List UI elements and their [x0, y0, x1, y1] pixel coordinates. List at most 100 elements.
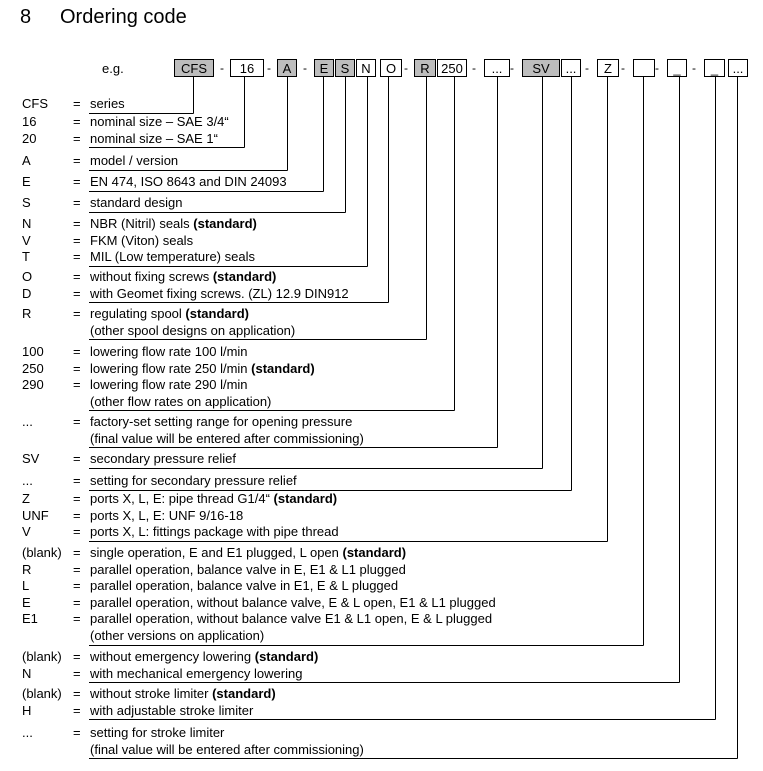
description-text: model / version — [90, 153, 179, 168]
legend-description: without stroke limiter (standard) — [90, 686, 276, 702]
legend-equals: = — [73, 377, 81, 393]
legend-equals: = — [73, 249, 81, 265]
description-text: regulating spool — [90, 306, 186, 321]
legend-description: lowering flow rate 100 l/min — [90, 344, 248, 360]
description-text: (other spool designs on application) — [90, 322, 296, 338]
legend-code: S — [22, 195, 31, 210]
description-text: lowering flow rate 100 l/min — [90, 344, 248, 359]
legend-code: L — [22, 578, 30, 594]
legend-code: R — [22, 306, 32, 321]
code-separator: - — [220, 61, 224, 75]
legend-code: ... — [22, 725, 33, 740]
description-text: ports X, L: fittings package with pipe t… — [90, 524, 339, 540]
legend-description: (other versions on application) — [90, 628, 264, 644]
legend-code: UNF — [22, 507, 49, 523]
legend-equals: = — [73, 232, 81, 248]
legend-code: R — [22, 561, 32, 577]
code-field-11: SV — [522, 59, 560, 77]
legend-equals: = — [73, 96, 81, 111]
legend-equals: = — [73, 665, 81, 681]
legend-description: factory-set setting range for opening pr… — [90, 414, 352, 430]
legend-description: MIL (Low temperature) seals — [90, 249, 255, 265]
legend-code: ... — [22, 414, 33, 429]
code-field-1: CFS — [174, 59, 214, 77]
legend-description: regulating spool (standard) — [90, 306, 249, 322]
legend-code: CFS — [22, 96, 48, 111]
legend-code: 16 — [22, 114, 37, 129]
legend-code: N — [22, 665, 32, 681]
code-separator: - — [621, 61, 625, 75]
description-text: nominal size – SAE 3/4“ — [90, 114, 229, 129]
legend-description: ports X, L, E: pipe thread G1/4“ (standa… — [90, 491, 337, 507]
legend-description: (final value will be entered after commi… — [90, 431, 364, 447]
code-field-8: R — [414, 59, 436, 77]
description-text: ports X, L, E: pipe thread G1/4“ — [90, 491, 274, 506]
description-text: without stroke limiter — [90, 686, 213, 701]
code-field-3: A — [277, 59, 297, 77]
legend-equals: = — [73, 153, 81, 168]
legend-equals: = — [73, 491, 81, 506]
description-text: parallel operation, balance valve in E, … — [90, 561, 406, 577]
description-text: NBR (Nitril) seals — [90, 216, 194, 231]
legend-description: NBR (Nitril) seals (standard) — [90, 216, 257, 232]
legend-description: with adjustable stroke limiter — [90, 703, 253, 719]
legend-code: E — [22, 594, 31, 610]
legend-code: N — [22, 216, 32, 231]
legend-code: A — [22, 153, 31, 168]
legend-description: EN 474, ISO 8643 and DIN 24093 — [90, 174, 287, 190]
description-text: without emergency lowering — [90, 649, 255, 664]
legend-code: Z — [22, 491, 30, 506]
legend-code: T — [22, 249, 30, 265]
legend-code: V — [22, 524, 31, 540]
legend-equals: = — [73, 702, 81, 718]
legend-equals: = — [73, 686, 81, 701]
legend-code: (blank) — [22, 649, 62, 664]
legend-code: ... — [22, 473, 33, 488]
description-text: (other versions on application) — [90, 628, 265, 643]
description-text: MIL (Low temperature) seals — [90, 249, 255, 265]
standard-marker: (standard) — [251, 360, 315, 376]
description-text: (final value will be entered after commi… — [90, 741, 364, 757]
description-text: setting for secondary pressure relief — [90, 473, 297, 488]
description-text: standard design — [90, 195, 183, 210]
legend-code: 20 — [22, 130, 37, 146]
legend-code: (blank) — [22, 545, 62, 560]
standard-marker: (standard) — [254, 649, 319, 664]
legend-description: ports X, L: fittings package with pipe t… — [90, 524, 339, 540]
legend-equals: = — [73, 285, 81, 301]
legend-description: without fixing screws (standard) — [90, 269, 276, 285]
legend-equals: = — [73, 611, 81, 627]
description-text: series — [90, 96, 125, 111]
code-separator: - — [510, 61, 514, 75]
code-separator: - — [303, 61, 307, 75]
legend-equals: = — [73, 130, 81, 146]
legend-code: V — [22, 232, 31, 248]
legend-description: (other flow rates on application) — [90, 394, 271, 410]
code-field-7: O — [380, 59, 402, 77]
code-field-14 — [633, 59, 655, 77]
legend-description: parallel operation, balance valve in E, … — [90, 562, 406, 578]
description-text: (final value will be entered after commi… — [90, 430, 364, 446]
legend-equals: = — [73, 414, 81, 429]
legend-description: lowering flow rate 290 l/min — [90, 377, 248, 393]
section-title: Ordering code — [60, 6, 187, 28]
code-field-6: N — [356, 59, 376, 77]
legend-equals: = — [73, 306, 81, 321]
code-field-2: 16 — [230, 59, 264, 77]
legend-description: lowering flow rate 250 l/min (standard) — [90, 361, 315, 377]
code-separator: - — [404, 61, 408, 75]
legend-equals: = — [73, 114, 81, 129]
code-field-4: E — [314, 59, 334, 77]
code-separator: - — [692, 61, 696, 75]
legend-code: SV — [22, 451, 40, 466]
standard-marker: (standard) — [273, 491, 338, 506]
description-text: with Geomet fixing screws. (ZL) 12.9 DIN… — [90, 285, 349, 301]
description-text: setting for stroke limiter — [90, 725, 225, 740]
legend-description: with Geomet fixing screws. (ZL) 12.9 DIN… — [90, 286, 349, 302]
legend-description: setting for secondary pressure relief — [90, 473, 297, 489]
description-text: ports X, L, E: UNF 9/16-18 — [90, 507, 244, 523]
legend-description: single operation, E and E1 plugged, L op… — [90, 545, 406, 561]
legend-equals: = — [73, 269, 81, 284]
description-text: single operation, E and E1 plugged, L op… — [90, 545, 343, 560]
legend-code: E1 — [22, 611, 38, 627]
